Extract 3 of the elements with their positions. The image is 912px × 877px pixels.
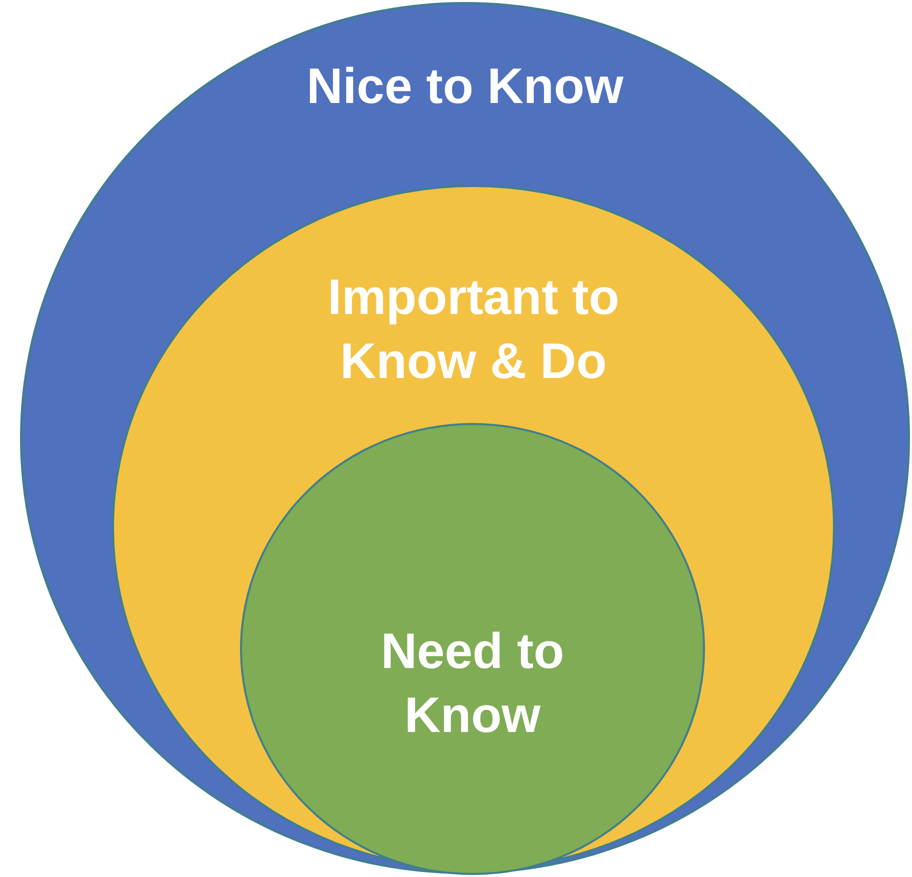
region-label: Nice to Know: [306, 57, 624, 116]
region-label: Important to Know & Do: [326, 268, 620, 391]
region-label: Need to Know: [380, 622, 566, 745]
